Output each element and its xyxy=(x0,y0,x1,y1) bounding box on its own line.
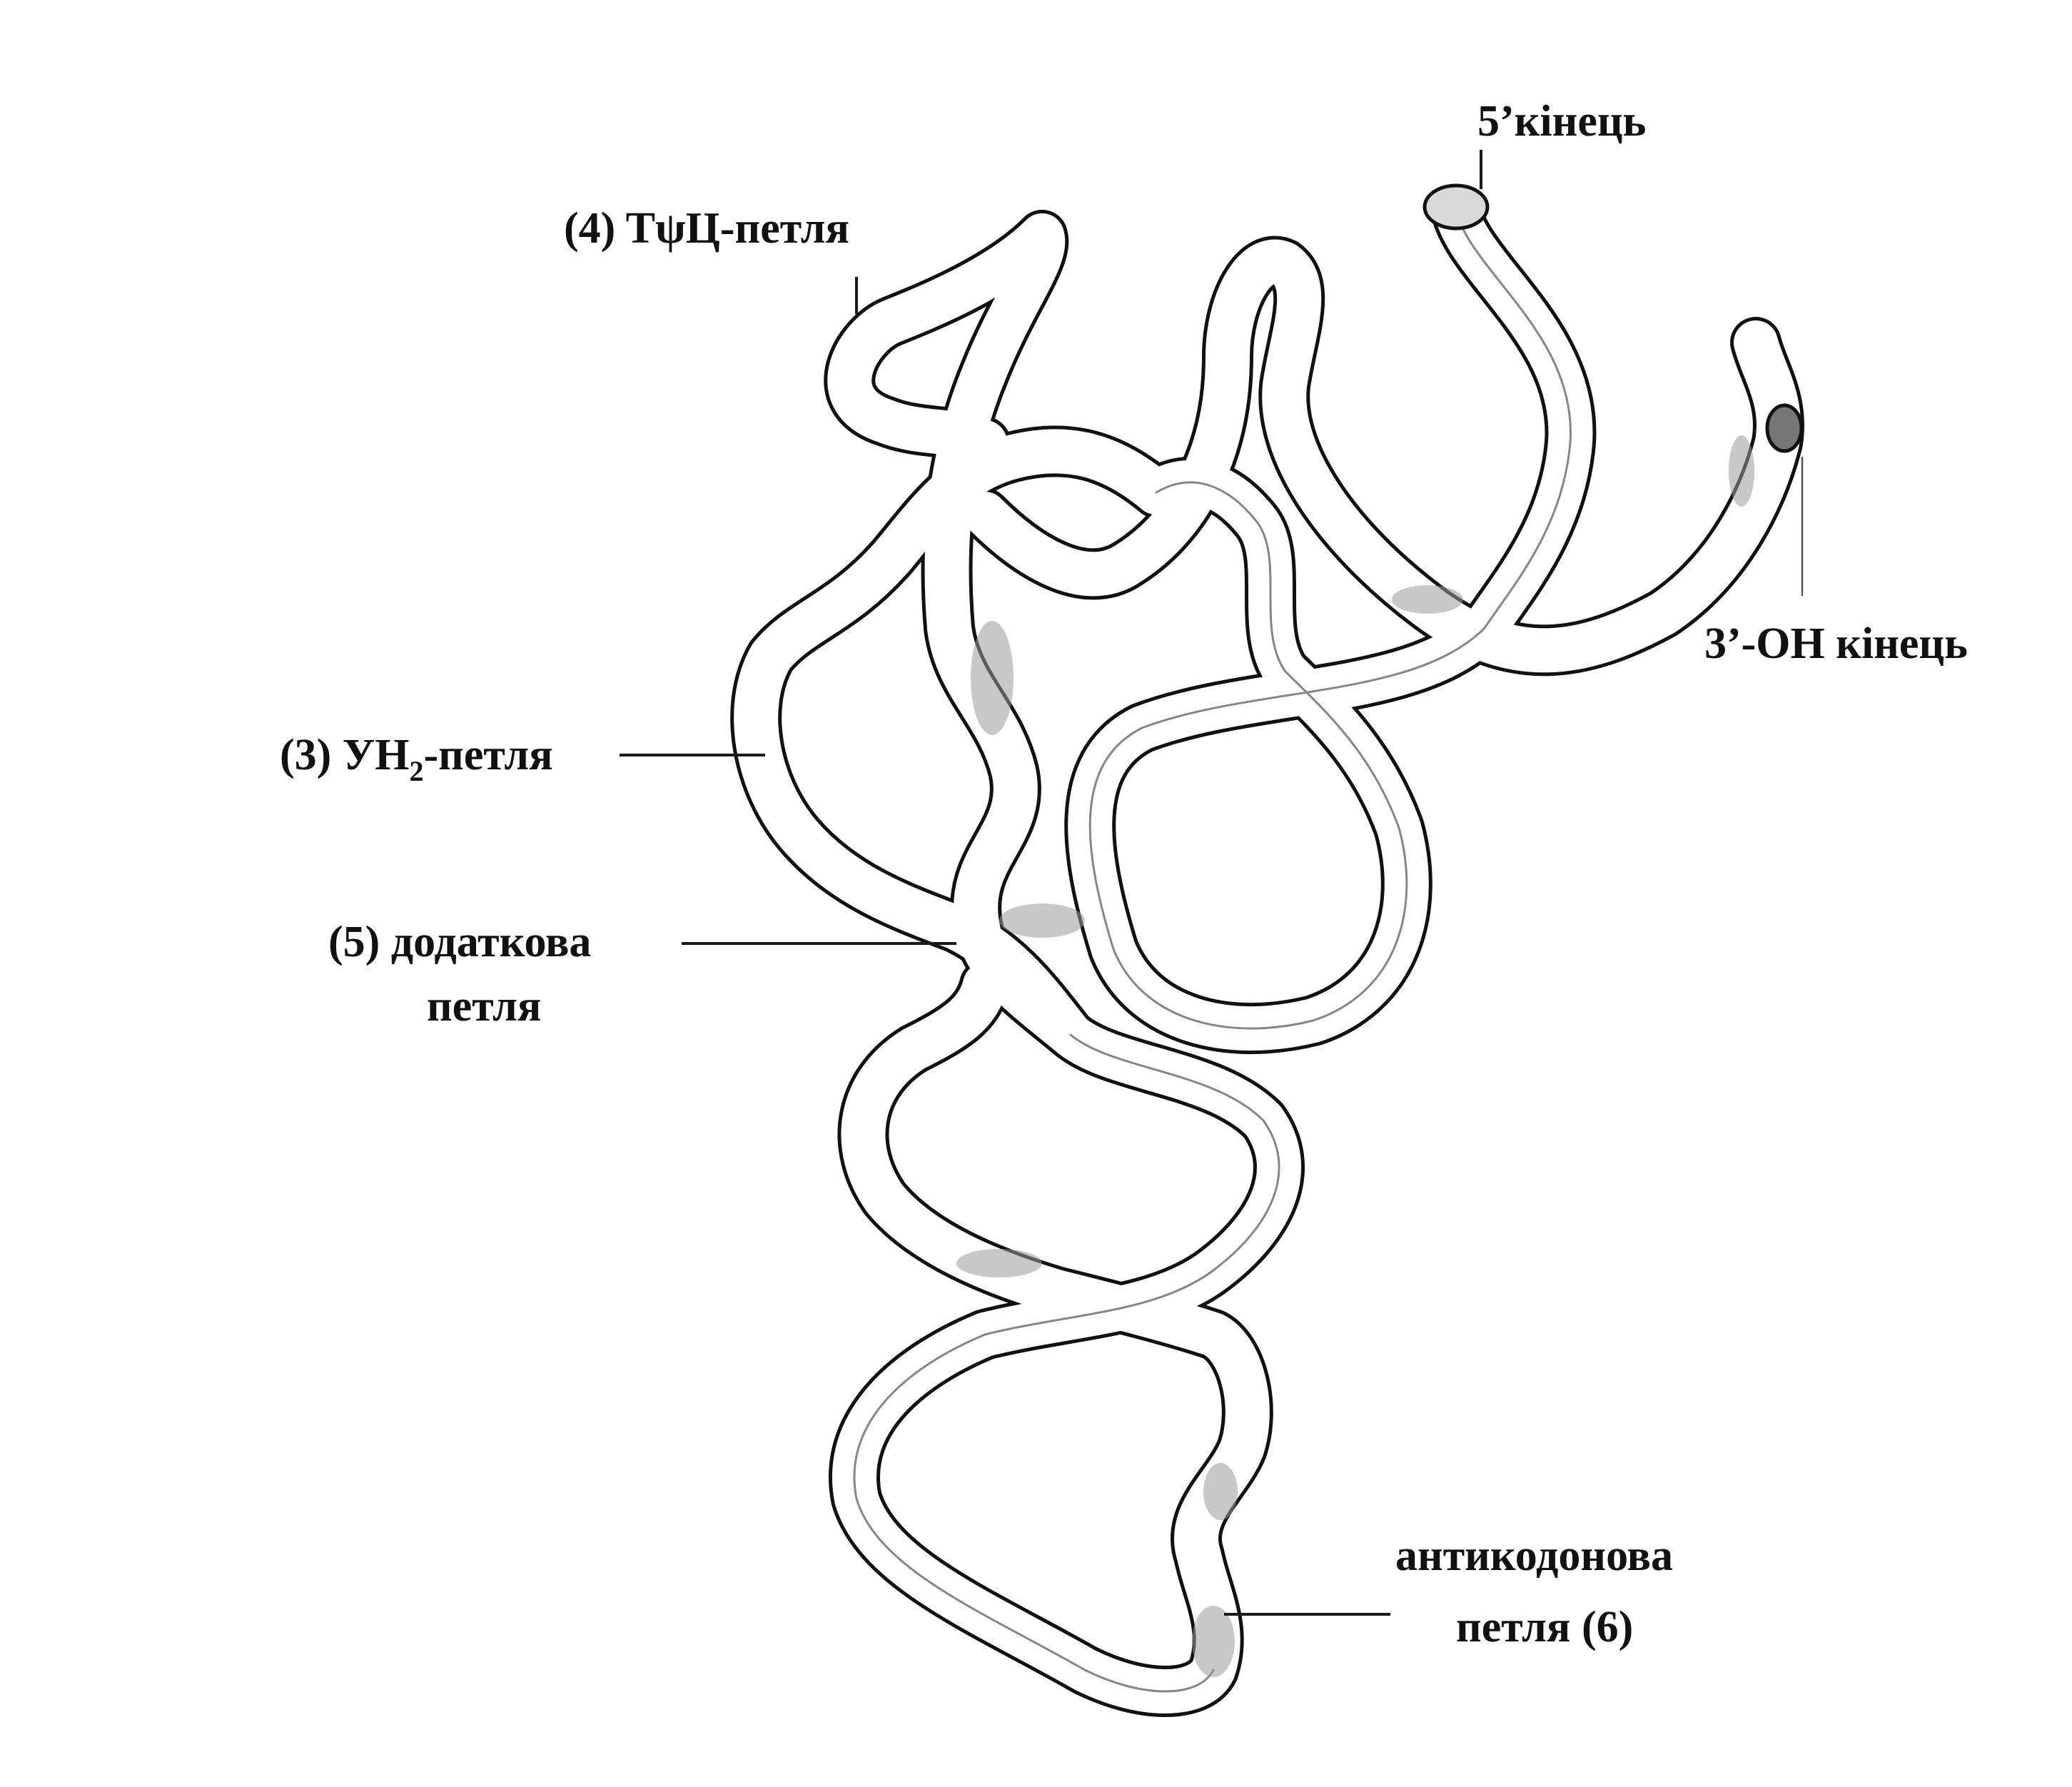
label-tpsic-loop: (4) TψЦ-петля xyxy=(564,204,849,253)
trna-shading xyxy=(956,435,1754,1677)
label-uh2-loop-subscript: 2 xyxy=(410,755,424,787)
trna-backbone-body xyxy=(734,188,1801,1713)
label-five-prime-end: 5’кінець xyxy=(1477,97,1646,146)
label-uh2-loop-tail: -петля xyxy=(424,731,553,779)
label-three-prime-end: 3’-OH кінець xyxy=(1704,619,1968,668)
label-extra-loop-line2: петля xyxy=(427,982,541,1031)
label-extra-loop-line1: (5) додаткова xyxy=(328,918,591,966)
label-anticodon-loop-line1: антикодонова xyxy=(1395,1532,1673,1580)
three-prime-end-cap xyxy=(1765,403,1804,453)
label-anticodon-loop-line2: петля (6) xyxy=(1456,1603,1633,1651)
trna-backbone-inner-line xyxy=(853,209,1572,1693)
label-uh2-loop: (3) УН2-петля xyxy=(280,731,553,787)
label-uh2-loop-main: (3) УН xyxy=(280,731,410,779)
five-prime-end-cap xyxy=(1422,183,1490,231)
leader-lines xyxy=(620,150,1804,1616)
